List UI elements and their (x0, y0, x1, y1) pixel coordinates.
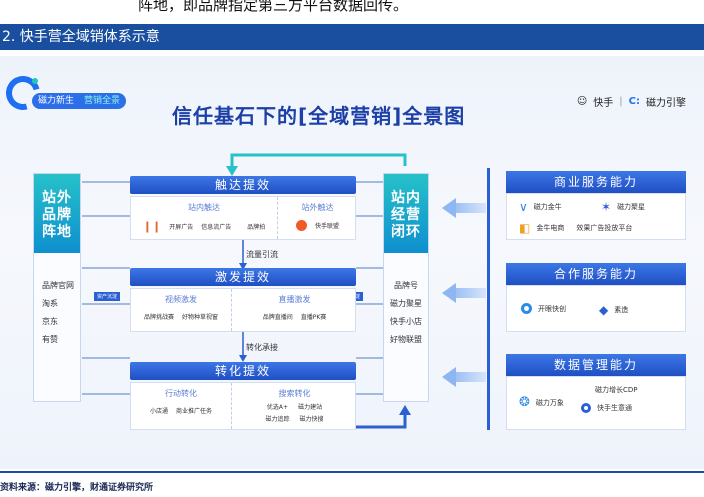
left-pillar-list: 品牌官网 淘系 京东 有赞 (34, 253, 80, 349)
list-item: 品牌官网 (42, 281, 74, 290)
list-item: 金牛电商 (536, 224, 565, 232)
list-item: 品牌直播间 (262, 314, 293, 321)
list-item: 品牌拍 (247, 224, 266, 231)
list-item: 京东 (42, 317, 58, 326)
offsite-brand-pillar: 站外 品牌 阵地 品牌官网 淘系 京东 有赞 (33, 173, 81, 402)
list-item: 品牌挑战赛 (143, 314, 174, 321)
source-note: 资料来源：磁力引擎，财通证券研究所 (0, 483, 154, 493)
list-item: 商业推广任务 (176, 408, 213, 415)
stage-convert-body: 行动转化 小店通 商业推广任务 搜索转化 优选A+ 磁力建站 磁力追踪 磁力快搜 (130, 382, 356, 430)
onsite-loop-pillar: 站内 经营 闭环 品牌号 磁力聚星 快手小店 好物联盟 (383, 173, 429, 402)
capability-data-title: 数据管理能力 (506, 354, 686, 376)
capability-data-body: ❂ 磁力万象 磁力增长CDP 快手生意通 (506, 376, 686, 430)
excite-video-label: 视频激发 (165, 295, 197, 304)
list-item: 优选A+ (266, 404, 289, 411)
flow-label-conversion: 转化承接 (246, 343, 278, 352)
list-item: 磁力增长CDP (595, 386, 638, 394)
list-item: 磁力万象 (535, 398, 564, 407)
jinniu-icon: ∨ (519, 200, 528, 214)
reach-offsite-label: 站外触达 (301, 203, 334, 212)
convert-search-label: 搜索转化 (278, 389, 311, 398)
list-item: 直播PK赛 (300, 314, 327, 321)
kaiyan-icon (521, 303, 532, 314)
list-item: 磁力快搜 (299, 416, 324, 423)
right-pillar-list: 品牌号 磁力聚星 快手小店 好物联盟 (384, 253, 428, 349)
list-item: 快手生意通 (597, 404, 632, 412)
brand-left: 快手 (593, 98, 614, 109)
divider-line (487, 168, 490, 430)
list-item: 磁力聚星 (390, 299, 422, 308)
wanxiang-icon: ❂ (519, 395, 530, 410)
excite-live-label: 直播激发 (278, 295, 311, 304)
list-item: 信息流广告 (201, 224, 232, 231)
capability-business-title: 商业服务能力 (506, 171, 686, 193)
list-item: 效果广告投放平台 (576, 224, 633, 232)
right-pillar-title: 站内 经营 闭环 (384, 174, 428, 253)
list-item: 快手联盟 (314, 223, 339, 230)
stage-reach-title: 触达提效 (130, 176, 356, 194)
list-item: 小店通 (149, 408, 168, 415)
list-item: 淘系 (42, 299, 58, 308)
list-item: 磁力金牛 (533, 203, 562, 211)
list-item: 品牌号 (394, 281, 418, 290)
stage-reach-body: 站内触达 ❙❙ 开屏广告 信息流广告 品牌拍 站外触达 快手联盟 (130, 196, 356, 240)
capability-partner-title: 合作服务能力 (506, 263, 686, 285)
left-pillar-title: 站外 品牌 阵地 (34, 174, 80, 253)
stage-excite-body: 视频激发 品牌挑战赛 好物种草视窗 直播激发 品牌直播间 直播PK赛 (130, 288, 356, 332)
jinniu-ecom-icon: ◧ (519, 221, 531, 235)
kuaishou-union-icon (295, 220, 307, 231)
reach-bars-icon: ❙❙ (142, 220, 162, 233)
list-item: 开屏广告 (169, 224, 194, 231)
shengyitong-icon (581, 403, 591, 413)
logo-dot-icon (32, 78, 38, 84)
list-item: 快手小店 (390, 317, 422, 326)
arrow-left-icon (442, 198, 456, 218)
section-title: 2. 快手营全域销体系示意 (0, 24, 704, 50)
stage-excite-title: 激发提效 (130, 268, 356, 286)
bottom-rule (0, 471, 704, 473)
brand-right: 磁力引擎 (646, 98, 686, 109)
list-item: 开眼快创 (538, 304, 566, 313)
diagram-title: 信任基石下的[全域营销]全景图 (172, 104, 466, 128)
juxing-icon: ✶ (601, 200, 612, 214)
brand-logos: ☺ 快手 | C: 磁力引擎 (576, 96, 686, 109)
asset-tag-left: 资产沉淀 (94, 292, 121, 301)
capability-business-body: ∨ 磁力金牛 ✶ 磁力聚星 ◧ 金牛电商 效果广告投放平台 (506, 193, 686, 240)
convert-action-label: 行动转化 (165, 389, 197, 398)
logo-tag-left: 磁力新生 (38, 96, 75, 106)
cili-logo-icon: C: (628, 96, 640, 107)
logo-tag-right: 营销全景 (84, 96, 121, 106)
marketing-diagram: 磁力新生 营销全景 信任基石下的[全域营销]全景图 ☺ 快手 | C: 磁力引擎 (0, 56, 704, 469)
capability-partner-body: 开眼快创 ◆ 素造 (506, 285, 686, 332)
list-item: 磁力聚星 (617, 203, 646, 211)
flow-label-traffic: 流量引流 (246, 250, 278, 259)
intro-text: 阵地，即品牌指定第三方平台数据回传。 (138, 0, 409, 14)
arrow-left-icon (442, 283, 456, 303)
logo-tag: 磁力新生 营销全景 (32, 93, 127, 109)
list-item: 有赞 (42, 335, 58, 344)
list-item: 磁力建站 (298, 404, 323, 411)
kuaishou-logo-icon: ☺ (576, 96, 588, 107)
stage-convert-title: 转化提效 (130, 362, 356, 380)
list-item: 素造 (614, 306, 629, 314)
list-item: 好物种草视窗 (182, 314, 219, 321)
list-item: 好物联盟 (390, 335, 422, 344)
arrow-left-icon (442, 367, 456, 387)
list-item: 磁力追踪 (265, 416, 290, 423)
suzao-icon: ◆ (599, 303, 609, 317)
reach-onsite-label: 站内触达 (188, 203, 220, 212)
